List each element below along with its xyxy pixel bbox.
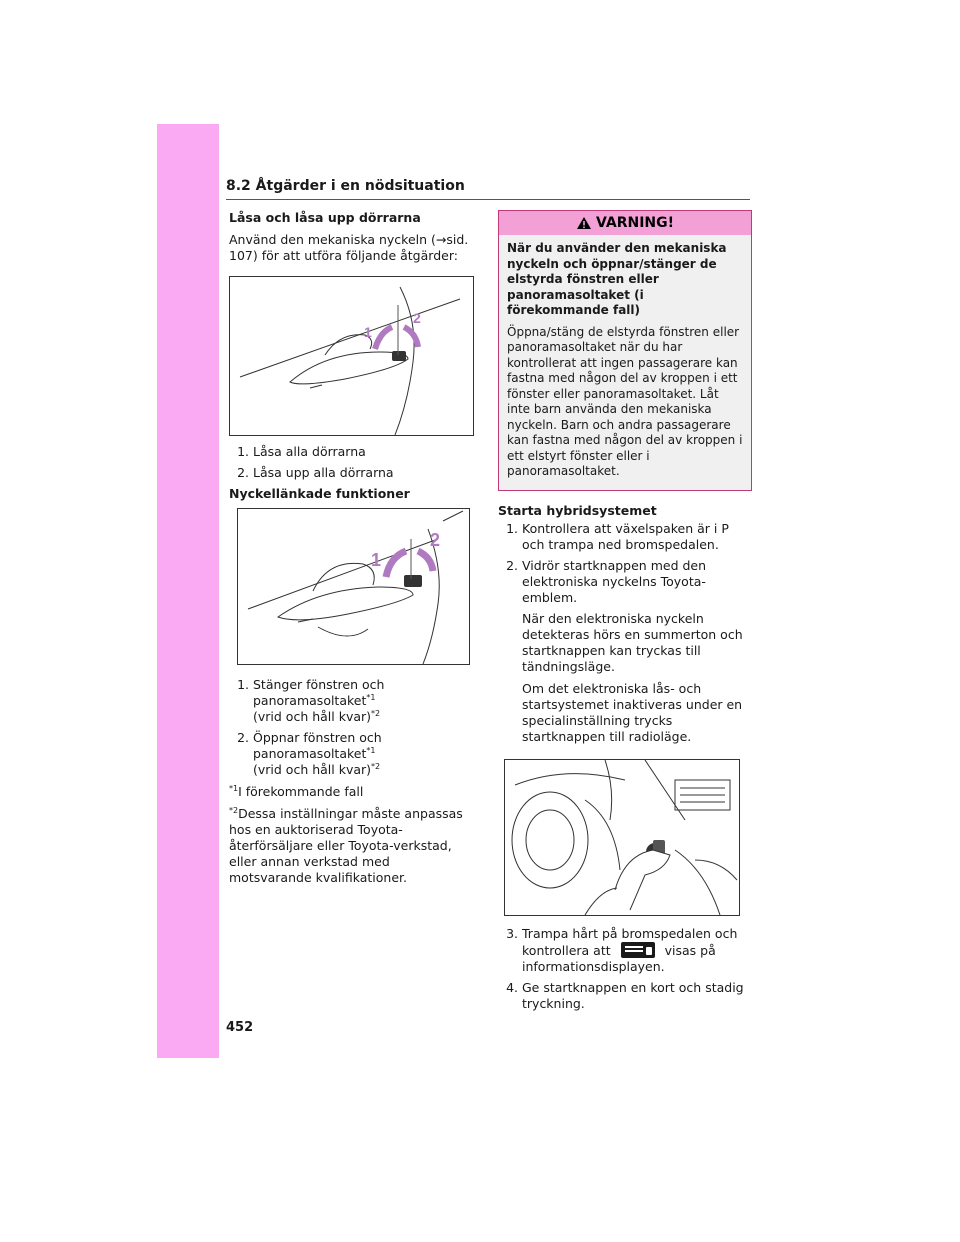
step-text: Öppnar fönstren och panoramasoltaket*1 (… <box>253 730 474 778</box>
section-header: 8.2 Åtgärder i en nödsituation <box>226 178 750 200</box>
footnote-2: *2Dessa inställningar måste anpassas hos… <box>229 806 474 886</box>
door-handle-figure-1: 1 2 <box>229 276 474 436</box>
list-item: 1. Låsa alla dörrarna <box>229 444 474 460</box>
info-paragraph: Om det elektroniska lås- och startsystem… <box>522 680 743 744</box>
warning-header: VARNING! <box>499 211 751 235</box>
step-text: Vidrör startknappen med den elektroniska… <box>522 557 707 605</box>
step-line: (vrid och håll kvar) <box>253 762 372 777</box>
step-number: 1. <box>237 677 249 692</box>
list-item: 3. Trampa hårt på bromspedalen och kontr… <box>498 926 752 975</box>
footnote-ref: *2 <box>371 708 381 718</box>
step-text-after: visas på informationsdisplayen. <box>522 942 716 974</box>
chapter-side-band <box>157 124 219 1058</box>
key-functions-list: 1. Stänger fönstren och panoramasoltaket… <box>229 677 474 778</box>
step-text: Stänger fönstren och panoramasoltaket*1 … <box>253 677 474 725</box>
warning-box: VARNING! När du använder den mekaniska n… <box>498 210 752 491</box>
list-item: 2. Öppnar fönstren och panoramasoltaket*… <box>229 730 474 778</box>
step-text: Kontrollera att växelspaken är i P och t… <box>522 520 729 552</box>
list-item: 1. Kontrollera att växelspaken är i P oc… <box>498 521 752 553</box>
page-number: 452 <box>226 1020 254 1035</box>
right-column: VARNING! När du använder den mekaniska n… <box>498 210 752 1017</box>
start-steps-list: 1. Kontrollera att växelspaken är i P oc… <box>498 521 752 606</box>
section-heading: Starta hybridsystemet <box>498 502 657 518</box>
warning-body: När du använder den mekaniska nyckeln oc… <box>499 235 751 490</box>
step-line: panoramasoltaket <box>253 693 367 708</box>
list-item: 2. Låsa upp alla dörrarna <box>229 465 474 481</box>
step-text: Ge startknappen en kort och stadig tryck… <box>522 979 744 1011</box>
footnote-1: *1I förekommande fall <box>229 784 474 800</box>
info-paragraph: När den elektroniska nyckeln detekteras … <box>522 610 743 674</box>
step-number: 1. <box>506 520 518 536</box>
footnote-text: I förekommande fall <box>238 784 364 799</box>
step-text: Låsa alla dörrarna <box>253 444 366 459</box>
warning-heading: När du använder den mekaniska nyckeln oc… <box>507 241 727 317</box>
left-column: Låsa och låsa upp dörrarna Använd den me… <box>229 210 474 892</box>
footnote-text: Dessa inställningar måste anpassas hos e… <box>229 806 463 885</box>
subsection-heading: Nyckellänkade funktioner <box>229 486 410 501</box>
figure1-label-2: 2 <box>413 310 421 326</box>
brake-indicator-icon <box>620 941 655 958</box>
intro-text: Använd den mekaniska nyckeln (→sid. 107)… <box>229 232 469 263</box>
warning-text: Öppna/stäng de elstyrda fönstren eller p… <box>507 324 743 479</box>
list-item: 1. Stänger fönstren och panoramasoltaket… <box>229 677 474 725</box>
step-text: Låsa upp alla dörrarna <box>253 465 394 480</box>
start-steps-list-2: 3. Trampa hårt på bromspedalen och kontr… <box>498 926 752 1012</box>
step-line: Stänger fönstren och <box>253 677 385 692</box>
step-number: 4. <box>506 979 518 995</box>
figure2-label-2: 2 <box>430 530 440 550</box>
figure1-label-1: 1 <box>364 324 372 340</box>
start-button-figure <box>504 758 740 916</box>
step-number: 1. <box>237 444 249 459</box>
step-number: 2. <box>237 730 249 745</box>
step-line: panoramasoltaket <box>253 746 367 761</box>
footnote-mark: *2 <box>229 805 239 815</box>
step-number: 3. <box>506 925 518 941</box>
list-item: 2. Vidrör startknappen med den elektroni… <box>498 558 752 606</box>
warning-icon <box>576 216 592 230</box>
lock-steps-list: 1. Låsa alla dörrarna 2. Låsa upp alla d… <box>229 444 474 481</box>
step-number: 2. <box>506 557 518 573</box>
footnote-ref: *2 <box>371 761 381 771</box>
step-line: (vrid och håll kvar) <box>253 709 372 724</box>
step-number: 2. <box>237 465 249 480</box>
section-heading: Låsa och låsa upp dörrarna <box>229 210 421 225</box>
footnote-ref: *1 <box>366 745 376 755</box>
figure2-label-1: 1 <box>371 550 381 570</box>
door-handle-figure-2: 1 2 <box>237 508 470 665</box>
footnote-ref: *1 <box>366 692 376 702</box>
list-item: 4. Ge startknappen en kort och stadig tr… <box>498 980 752 1012</box>
warning-title: VARNING! <box>595 215 675 231</box>
step-text-before: Trampa hårt på bromspedalen och kontroll… <box>522 925 738 958</box>
step-line: Öppnar fönstren och <box>253 730 382 745</box>
footnote-mark: *1 <box>229 783 239 793</box>
step-text: Trampa hårt på bromspedalen och kontroll… <box>522 926 752 975</box>
